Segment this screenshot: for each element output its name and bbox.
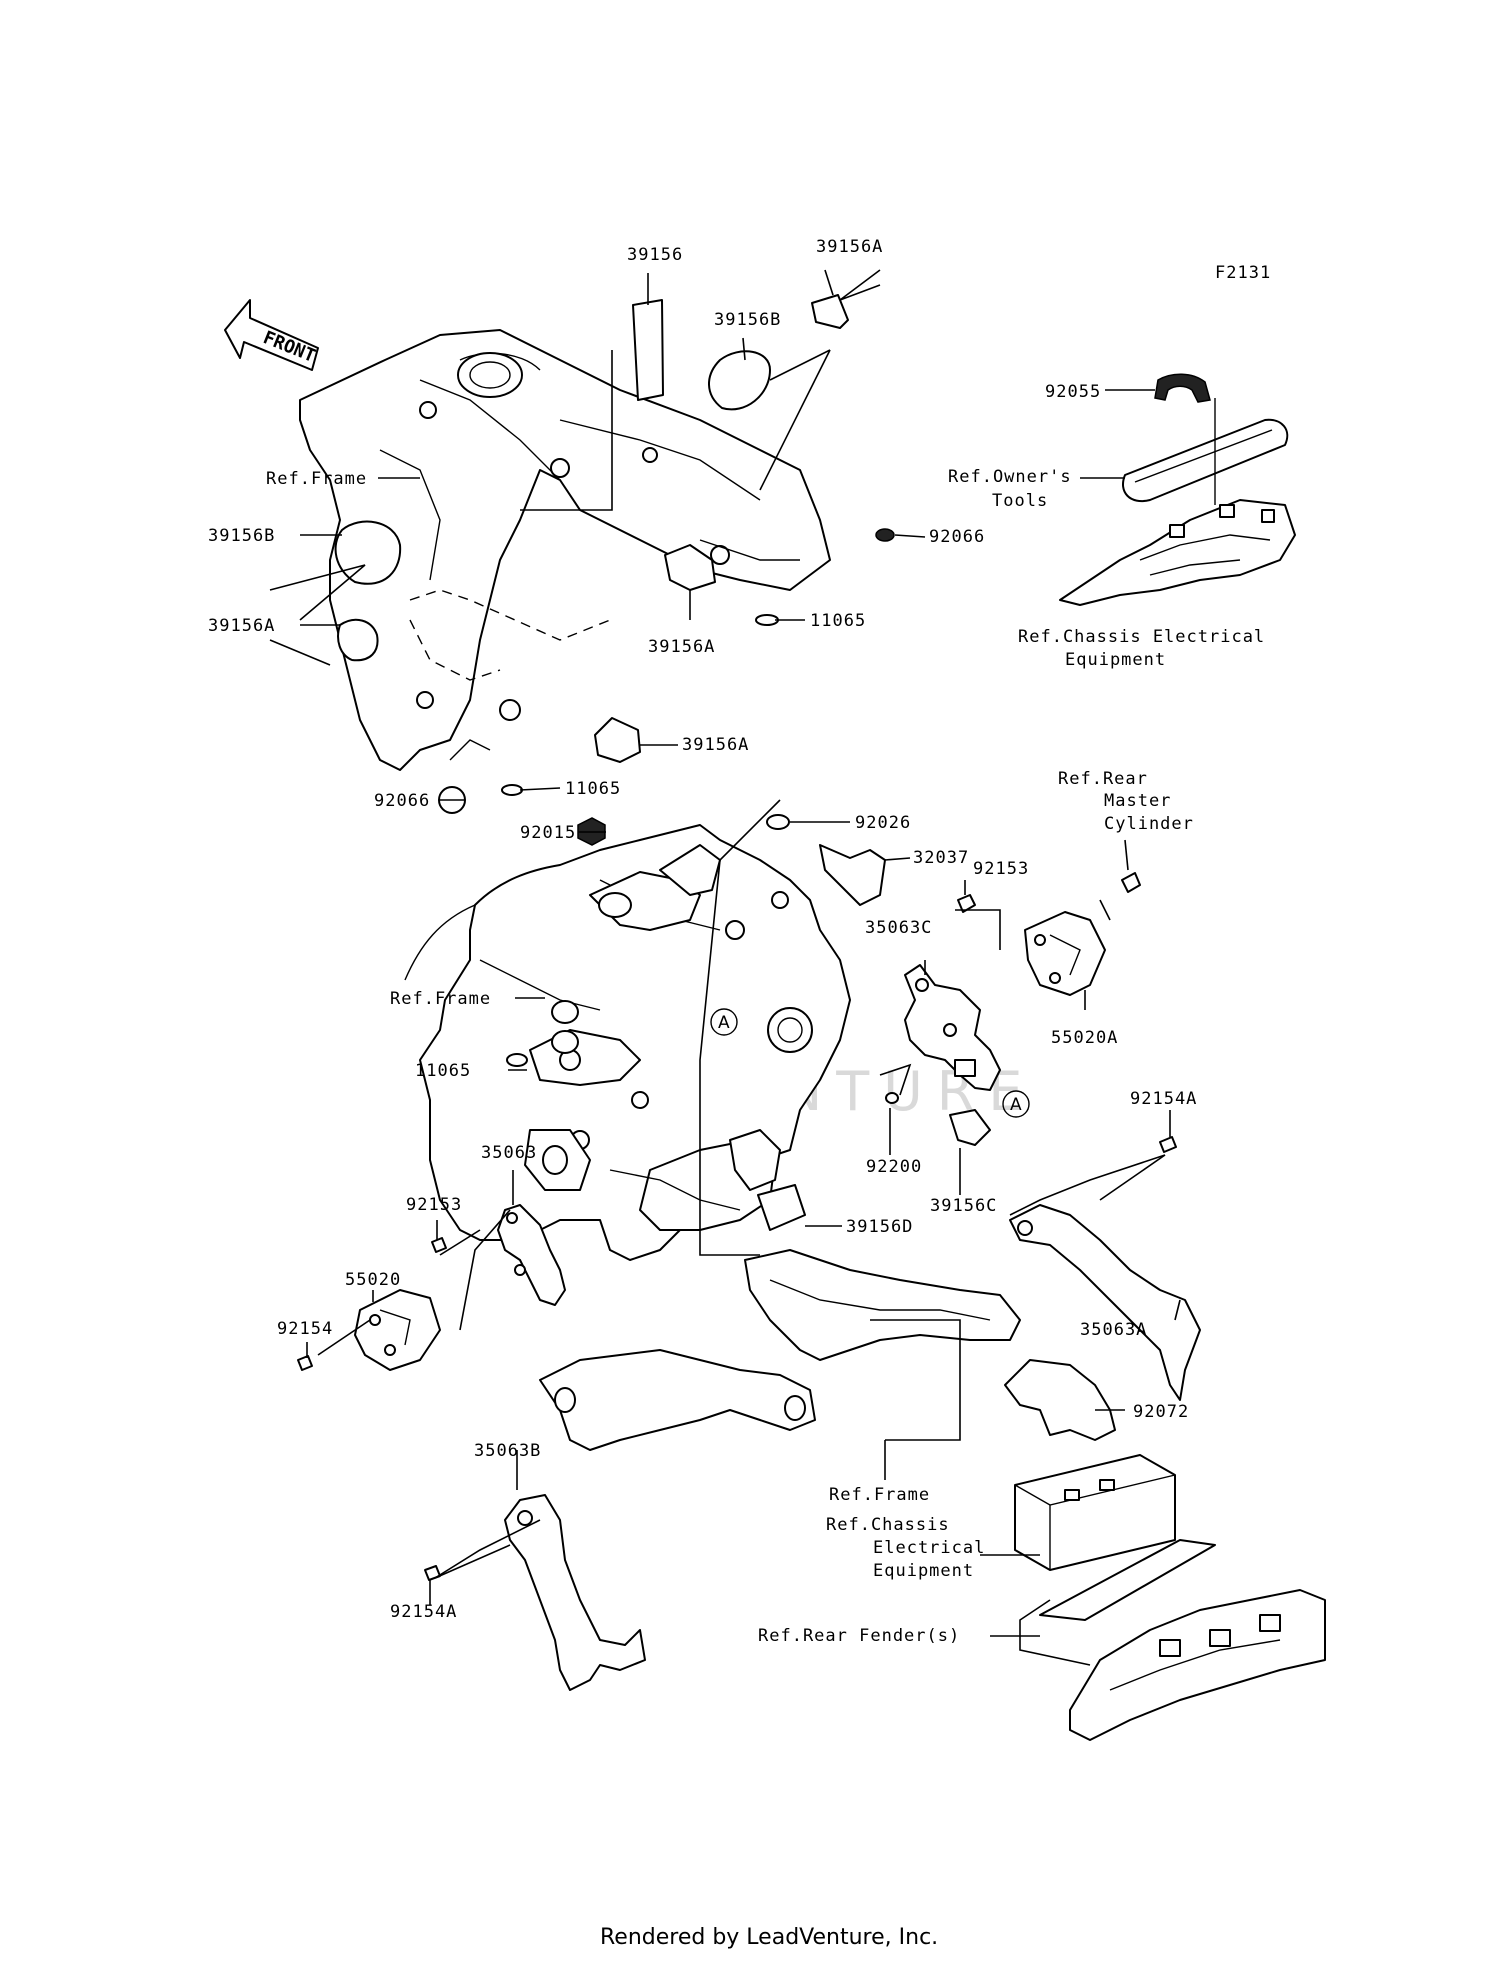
footer-credit: Rendered by LeadVenture, Inc. bbox=[600, 1925, 938, 1950]
label-35063C: 35063C bbox=[865, 918, 932, 938]
decal-39156C bbox=[949, 1109, 991, 1146]
label-ref-frame-3: Ref.Frame bbox=[829, 1485, 930, 1505]
label-ref-rear-master-1: Ref.Rear bbox=[1058, 769, 1148, 789]
label-55020: 55020 bbox=[345, 1270, 401, 1290]
plug-92066-right bbox=[875, 528, 895, 542]
label-35063A: 35063A bbox=[1080, 1320, 1147, 1340]
label-11065-lower: 11065 bbox=[565, 779, 621, 799]
label-39156B-top: 39156B bbox=[714, 310, 781, 330]
label-ref-rear-master-2: Master bbox=[1104, 791, 1171, 811]
label-92153-left: 92153 bbox=[406, 1195, 462, 1215]
label-92055: 92055 bbox=[1045, 382, 1101, 402]
decal-39156A-mid bbox=[664, 544, 716, 591]
label-92066-right: 92066 bbox=[929, 527, 985, 547]
figure-code: F2131 bbox=[1215, 263, 1271, 283]
bolt-92153-left bbox=[431, 1237, 447, 1253]
label-35063: 35063 bbox=[481, 1143, 537, 1163]
label-ref-chassis-1b: Equipment bbox=[1065, 650, 1166, 670]
rear-fender-drawing bbox=[1039, 1539, 1326, 1741]
label-92072: 92072 bbox=[1133, 1402, 1189, 1422]
label-35063B: 35063B bbox=[474, 1441, 541, 1461]
bolt-92154A-right bbox=[1159, 1136, 1177, 1153]
label-55020A: 55020A bbox=[1051, 1028, 1118, 1048]
decal-39156D bbox=[757, 1184, 806, 1231]
battery-holder-drawing bbox=[1004, 1359, 1176, 1571]
upper-frame-drawing bbox=[299, 329, 831, 771]
label-92153-right: 92153 bbox=[973, 859, 1029, 879]
label-92015: 92015 bbox=[520, 823, 576, 843]
label-ref-rear-master-3: Cylinder bbox=[1104, 814, 1194, 834]
tool-cover-drawing bbox=[1059, 373, 1296, 606]
main-frame-drawing bbox=[404, 824, 851, 1261]
bracket-35063C bbox=[904, 964, 1001, 1091]
label-92154: 92154 bbox=[277, 1319, 333, 1339]
decal-39156A-left bbox=[337, 618, 379, 662]
decal-39156A-low bbox=[594, 717, 641, 763]
bolt-92154A-left bbox=[424, 1565, 441, 1581]
bolt-rear-master-cylinder bbox=[1121, 872, 1141, 893]
label-39156C: 39156C bbox=[930, 1196, 997, 1216]
bracket-35063 bbox=[497, 1204, 566, 1306]
front-arrow-icon: FRONT bbox=[224, 299, 319, 371]
bolt-92153-right bbox=[957, 894, 976, 913]
label-39156: 39156 bbox=[627, 245, 683, 265]
label-ref-chassis-2c: Equipment bbox=[873, 1561, 974, 1581]
label-92154A-right: 92154A bbox=[1130, 1089, 1197, 1109]
heel-plate-55020 bbox=[354, 1289, 441, 1371]
label-11065-mid: 11065 bbox=[415, 1061, 471, 1081]
callout-A-frame: A bbox=[710, 1008, 738, 1036]
bracket-35063B bbox=[504, 1494, 646, 1691]
bolt-92154 bbox=[297, 1355, 313, 1371]
label-ref-owners-tools-1: Ref.Owner's bbox=[948, 467, 1072, 487]
label-92200: 92200 bbox=[866, 1157, 922, 1177]
bracket-35063A bbox=[1009, 1204, 1201, 1401]
label-39156D: 39156D bbox=[846, 1217, 913, 1237]
pin-32037 bbox=[819, 844, 886, 906]
decal-39156 bbox=[632, 299, 664, 401]
label-39156A-left: 39156A bbox=[208, 616, 275, 636]
label-ref-chassis-2a: Ref.Chassis bbox=[826, 1515, 950, 1535]
grommet-11065-lower bbox=[501, 784, 523, 796]
label-ref-frame-1: Ref.Frame bbox=[266, 469, 367, 489]
label-92154A-left: 92154A bbox=[390, 1602, 457, 1622]
decal-39156B-left bbox=[334, 520, 402, 585]
label-ref-rear-fender: Ref.Rear Fender(s) bbox=[758, 1626, 960, 1646]
label-ref-chassis-2b: Electrical bbox=[873, 1538, 985, 1558]
decal-39156A-top bbox=[811, 294, 849, 329]
decal-39156B-top bbox=[708, 350, 771, 411]
svg-text:A: A bbox=[718, 1013, 730, 1033]
washer-92026 bbox=[766, 814, 790, 830]
label-ref-owners-tools-2: Tools bbox=[992, 491, 1048, 511]
label-39156A-top: 39156A bbox=[816, 237, 883, 257]
grommet-11065-upper bbox=[755, 614, 779, 626]
label-39156A-mid: 39156A bbox=[648, 637, 715, 657]
label-11065-upper: 11065 bbox=[810, 611, 866, 631]
label-92066-left: 92066 bbox=[374, 791, 430, 811]
frame-subpart-ref-frame bbox=[539, 1249, 1021, 1451]
svg-text:A: A bbox=[1010, 1095, 1022, 1115]
part-labels: 39156 39156A 39156B 92055 Ref.Owner's To… bbox=[208, 237, 1265, 1646]
label-ref-frame-2: Ref.Frame bbox=[390, 989, 491, 1009]
washer-92200 bbox=[885, 1092, 899, 1104]
label-92026: 92026 bbox=[855, 813, 911, 833]
grommet-11065-mid bbox=[506, 1053, 528, 1067]
label-ref-chassis-1a: Ref.Chassis Electrical bbox=[1018, 627, 1265, 647]
label-39156B-left: 39156B bbox=[208, 526, 275, 546]
label-32037: 32037 bbox=[913, 848, 969, 868]
callout-A-decal: A bbox=[1002, 1090, 1030, 1118]
label-39156A-low: 39156A bbox=[682, 735, 749, 755]
leader-lines bbox=[269, 269, 1181, 1666]
heel-plate-55020A bbox=[1024, 911, 1106, 996]
